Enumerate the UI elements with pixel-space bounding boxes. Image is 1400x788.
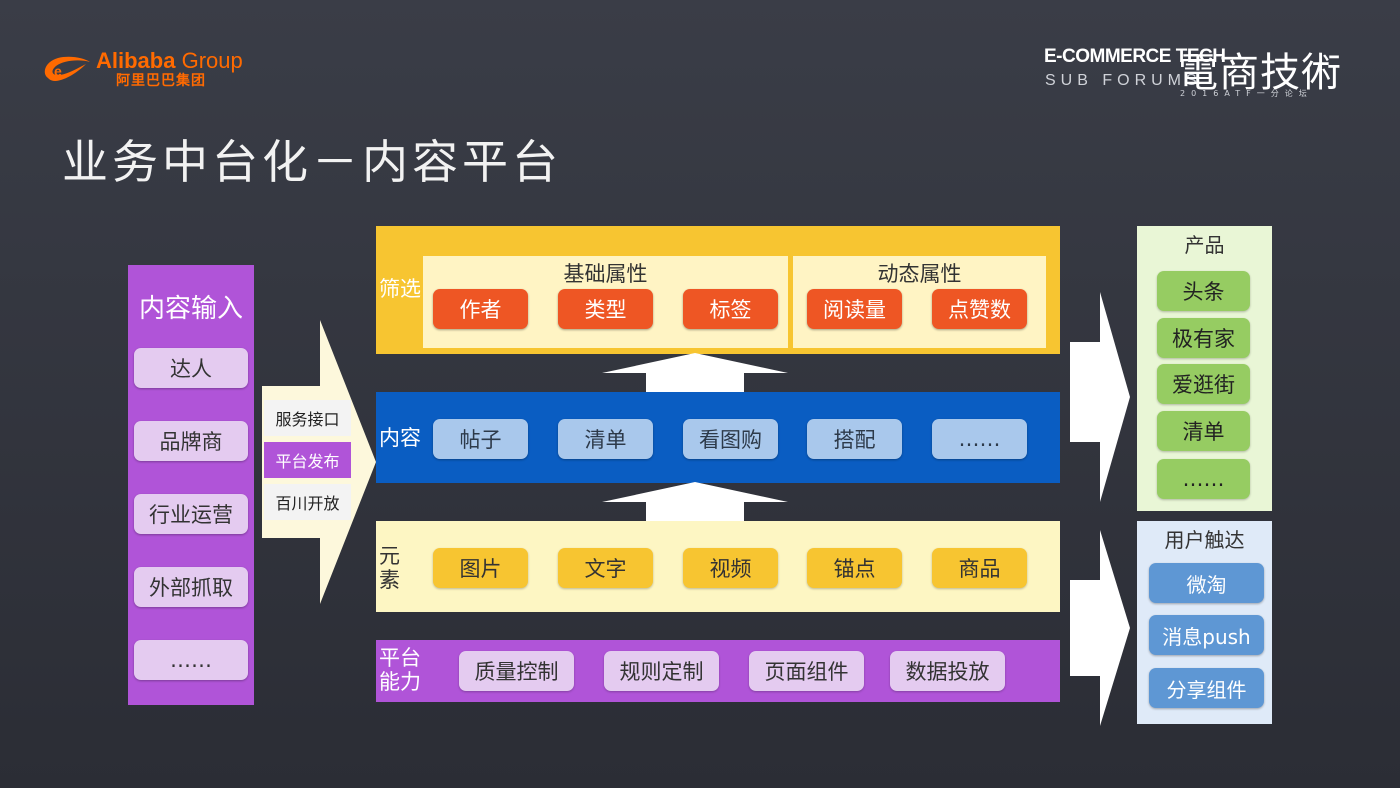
reach-item-push: 消息push [1149,615,1264,655]
logo-text-cn: 阿里巴巴集团 [116,73,206,89]
capability-rule-custom: 规则定制 [604,651,719,691]
forum-small-text: 2016ATF一分论坛 [1180,89,1313,98]
basic-attributes-title: 基础属性 [563,262,648,286]
api-baichuan-open: 百川开放 [264,484,351,520]
product-arrow-icon [1070,292,1130,502]
element-label-line1: 元 [379,544,400,568]
logo-group: Group [181,48,243,73]
capability-data-delivery: 数据投放 [890,651,1005,691]
alibaba-logo-icon: e [44,56,90,81]
element-item-image: 图片 [433,548,528,588]
forum-subtitle: SUB FORUMS [1045,72,1202,89]
product-item-aiguangjie: 爱逛街 [1157,364,1250,404]
content-item-shop-by-image: 看图购 [683,419,778,459]
input-item-brand: 品牌商 [134,421,248,461]
element-label: 元素 [379,544,400,592]
input-item-expert: 达人 [134,348,248,388]
page-title: 业务中台化－内容平台 [62,135,562,189]
reach-item-weitao: 微淘 [1149,563,1264,603]
forum-title-cn: 電商技術 [1178,50,1342,96]
up-arrow-content-icon [602,482,788,522]
attr-type: 类型 [558,289,653,329]
dynamic-attributes-title: 动态属性 [877,262,962,286]
content-item-list: 清单 [558,419,653,459]
input-item-industry-ops: 行业运营 [134,494,248,534]
input-item-external-crawl: 外部抓取 [134,567,248,607]
logo-text-en: Alibaba Group [96,48,243,74]
svg-text:e: e [54,63,62,79]
content-item-post: 帖子 [433,419,528,459]
product-item-headline: 头条 [1157,271,1250,311]
product-item-list: 清单 [1157,411,1250,451]
api-service-interface: 服务接口 [264,400,351,436]
attr-read-count: 阅读量 [807,289,902,329]
element-item-video: 视频 [683,548,778,588]
element-item-product: 商品 [932,548,1027,588]
reach-item-share: 分享组件 [1149,668,1264,708]
platform-capability-label: 平台能力 [379,646,421,694]
element-label-line2: 素 [379,568,400,592]
capability-page-component: 页面组件 [749,651,864,691]
attr-author: 作者 [433,289,528,329]
filter-label: 筛选 [379,277,421,301]
forum-title: E-COMMERCE TECH [1044,46,1226,67]
platform-label-line1: 平台 [379,646,421,670]
platform-label-line2: 能力 [379,670,421,694]
attr-like-count: 点赞数 [932,289,1027,329]
attr-tag: 标签 [683,289,778,329]
capability-quality-control: 质量控制 [459,651,574,691]
up-arrow-filter-icon [602,353,788,393]
product-title: 产品 [1184,233,1225,257]
element-item-text: 文字 [558,548,653,588]
reach-arrow-icon [1070,530,1130,726]
content-item-outfit: 搭配 [807,419,902,459]
content-item-more: …… [932,419,1027,459]
api-platform-publish: 平台发布 [264,442,351,478]
user-reach-title: 用户触达 [1164,528,1245,552]
input-item-more: …… [134,640,248,680]
content-input-title: 内容输入 [138,294,243,324]
content-label: 内容 [379,426,421,450]
product-item-jiyoujia: 极有家 [1157,318,1250,358]
content-input-panel [128,265,254,705]
logo-brand: Alibaba [96,48,176,73]
element-item-anchor: 锚点 [807,548,902,588]
product-item-more: …… [1157,459,1250,499]
alibaba-logo: e [40,48,270,92]
